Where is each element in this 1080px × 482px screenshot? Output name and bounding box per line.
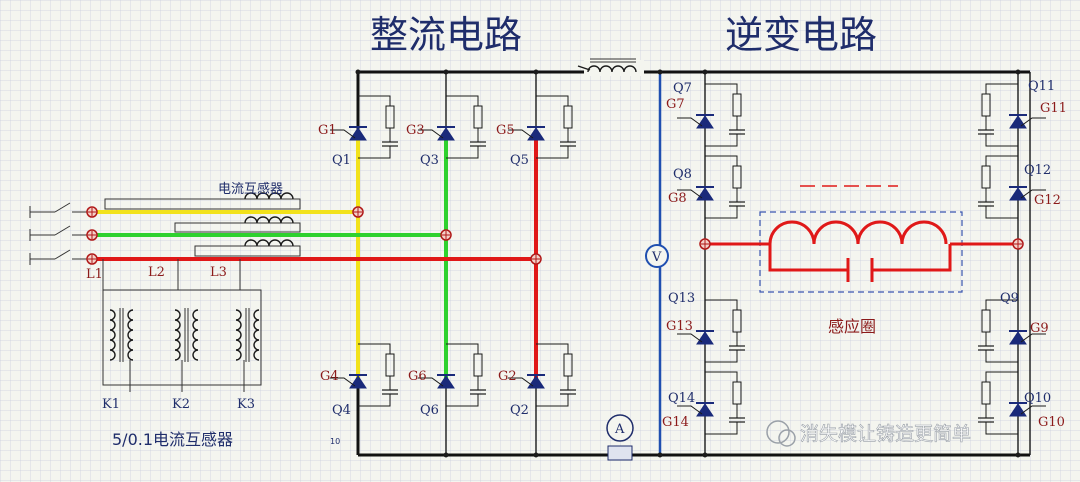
thyristor-label: Q6: [420, 403, 439, 418]
thyristor-inv-right-3: G10 Q10: [978, 371, 1065, 435]
phase-lines: [92, 140, 538, 380]
ct-top-label: 电流互感器: [218, 181, 283, 197]
wechat-icon: [766, 420, 790, 444]
thyristor-inv-left-3: G14 Q14: [662, 371, 745, 435]
node-dot: [1015, 452, 1021, 458]
inverter-title: 逆变电路: [725, 13, 877, 57]
rectifier-title: 整流电路: [370, 13, 522, 57]
line-label-l1: L1: [86, 267, 103, 282]
voltmeter-label: V: [651, 250, 662, 265]
gate-label: G13: [666, 319, 693, 334]
small-number: 10: [330, 437, 340, 446]
gate-label: G10: [1038, 415, 1065, 430]
top-current-transformer: [104, 192, 301, 257]
thyristor-inv-left-1: G8 Q8: [668, 155, 745, 219]
thyristor-label: Q7: [673, 81, 692, 96]
sensor-label-k2: K2: [172, 397, 190, 412]
thyristor-label: Q2: [510, 403, 529, 418]
thyristor-label: Q9: [1000, 291, 1019, 306]
thyristor-group: G1Q1G3Q3G5Q5G4Q4G6Q6G2Q2G7Q7G8Q8G13Q13G1…: [318, 79, 1067, 435]
thyristor-inv-right-2: G9 Q9: [978, 291, 1049, 363]
node-dot: [533, 452, 539, 458]
gate-label: G14: [662, 415, 689, 430]
node-dot: [657, 69, 663, 75]
thyristor-inv-left-2: G13 Q13: [666, 291, 745, 363]
node-dot: [355, 69, 361, 75]
rectifier-columns: [445, 72, 537, 455]
node-dot: [702, 69, 708, 75]
ammeter: [606, 414, 634, 461]
node-dot: [443, 69, 449, 75]
thyristor-label: Q4: [332, 403, 351, 418]
node-dot: [1015, 69, 1021, 75]
thyristor-label: Q5: [510, 153, 529, 168]
induction-coil: [705, 185, 1018, 293]
thyristor-inv-right-1: G12 Q12: [978, 155, 1061, 219]
gate-label: G1: [318, 123, 337, 138]
ct-bottom-label: 5/0.1电流互感器: [112, 430, 233, 449]
gate-label: G5: [496, 123, 515, 138]
gate-label: G7: [666, 97, 685, 112]
thyristor-label: Q8: [673, 167, 692, 182]
gate-label: G3: [406, 123, 425, 138]
gate-label: G6: [408, 369, 427, 384]
sensor-label-k1: K1: [102, 397, 120, 412]
gate-label: G12: [1034, 193, 1061, 208]
thyristor-label: Q10: [1024, 391, 1051, 406]
thyristor-label: Q11: [1028, 79, 1055, 94]
node-dot: [702, 452, 708, 458]
line-label-l2: L2: [148, 265, 165, 280]
watermark: 消失模让铸造更简单: [766, 420, 971, 447]
gate-label: G8: [668, 191, 687, 206]
gate-label: G2: [498, 369, 517, 384]
coil-label: 感应圈: [828, 317, 876, 336]
node-dot: [533, 69, 539, 75]
voltmeter: [645, 244, 669, 268]
gate-label: G9: [1030, 321, 1049, 336]
thyristor-label: Q14: [668, 391, 695, 406]
node-dot: [657, 452, 663, 458]
ammeter-label: A: [614, 422, 625, 437]
thyristor-label: Q1: [332, 153, 351, 168]
thyristor-label: Q13: [668, 291, 695, 306]
dc-reactor: [577, 58, 644, 76]
inverter-rails: [704, 72, 1031, 455]
node-dot: [443, 452, 449, 458]
thyristor-label: Q12: [1024, 163, 1051, 178]
bottom-current-transformers: [102, 259, 262, 392]
line-label-l3: L3: [210, 265, 227, 280]
junction-dots: [86, 69, 1024, 458]
thyristor-label: Q3: [420, 153, 439, 168]
sensor-label-k3: K3: [237, 397, 255, 412]
watermark-text: 消失模让铸造更简单: [800, 423, 971, 445]
gate-label: G4: [320, 369, 339, 384]
gate-label: G11: [1040, 101, 1067, 116]
input-switches: [29, 202, 92, 265]
